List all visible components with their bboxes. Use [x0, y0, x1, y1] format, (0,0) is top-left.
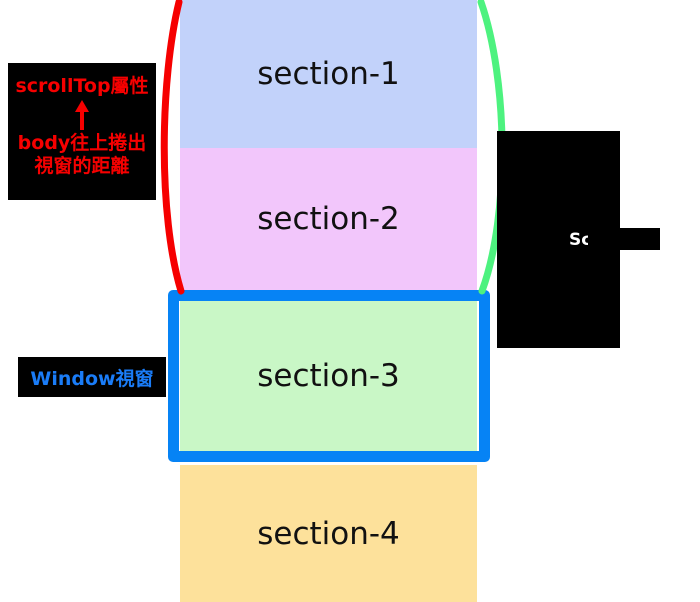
section-2-label: section-2	[257, 201, 400, 237]
scrolltop-annotation: scrollTop屬性 body往上捲出 視窗的距離	[8, 63, 156, 200]
section-1-label: section-1	[257, 56, 400, 92]
section-3-label: section-3	[257, 358, 400, 394]
section-4-block: section-4	[180, 465, 477, 602]
section-1-block: section-1	[180, 0, 477, 148]
scrolltop-title: scrollTop屬性	[15, 75, 149, 97]
scrolltop-desc-line2: 視窗的距離	[34, 155, 130, 177]
window-viewport-frame	[168, 290, 490, 462]
scrolltop-desc-line1: body往上捲出	[17, 132, 147, 154]
left-red-arc	[160, 0, 185, 295]
section-2-block: section-2	[180, 148, 477, 290]
right-annotation-label: Sc	[569, 229, 592, 250]
section-4-label: section-4	[257, 515, 400, 552]
scrolltop-arrow-wrap	[8, 98, 156, 132]
right-annotation-redaction-bar	[588, 228, 660, 250]
window-annotation: Window視窗	[18, 357, 166, 397]
window-annotation-label: Window視窗	[30, 367, 154, 390]
section-3-block: section-3	[180, 300, 477, 452]
up-arrow-icon	[75, 100, 89, 130]
